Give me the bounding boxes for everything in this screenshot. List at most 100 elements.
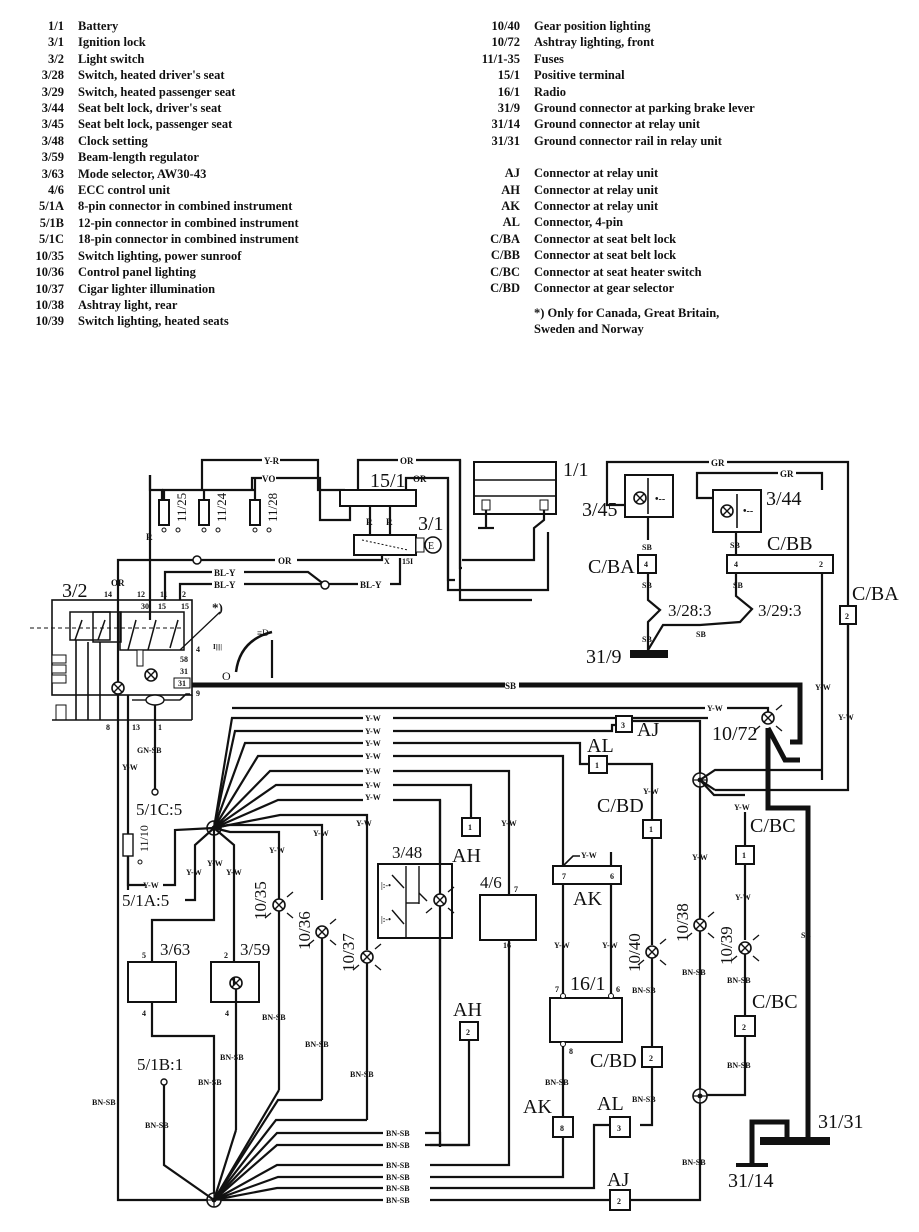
legend-description: Positive terminal — [534, 68, 625, 83]
mode-selector-3-63 — [127, 961, 177, 1003]
label-10-38: 10/38 — [673, 903, 692, 942]
wire-label-or-3: OR — [278, 556, 292, 566]
legend-description: Switch lighting, heated seats — [78, 314, 229, 329]
wire-label-bnsb-1035: BN-SB — [262, 1013, 286, 1022]
ignition-lock-3-1 — [353, 534, 417, 556]
legend-code: 10/36 — [35, 265, 64, 280]
legend-left-row: 10/36 Control panel lighting — [20, 264, 299, 280]
legend-description: 12-pin connector in combined instrument — [78, 215, 299, 230]
label-10-72: 10/72 — [712, 723, 758, 745]
legend-footnote: *) Only for Canada, Great Britain, Swede… — [468, 305, 755, 337]
bnsb-bundle — [212, 1089, 383, 1202]
label-c-ba-right: C/BA — [852, 583, 899, 605]
ground-31-9 — [630, 650, 668, 658]
fuse-label-11-24: 11/24 — [214, 492, 229, 522]
label-15-1: 15/1 — [370, 470, 406, 492]
connector-aj-3 — [615, 715, 633, 733]
pin-3-59-2: 2 — [224, 951, 228, 960]
svg-text:|:-•: |:-• — [381, 881, 391, 890]
wire-label-yw-161a: Y-W — [554, 941, 570, 950]
wire-label-bnsb-363: BN-SB — [198, 1078, 222, 1087]
legend-description: Light switch — [78, 51, 145, 66]
legend-description: Connector at relay unit — [534, 182, 659, 197]
label-c-bc: C/BC — [750, 815, 796, 837]
legend-description: Cigar lighter illumination — [78, 281, 216, 296]
radio-16-1 — [549, 997, 623, 1043]
legend-description: Mode selector, AW30-43 — [78, 166, 207, 181]
wire-label-sb-4: SB — [642, 581, 652, 590]
fuse-11-28: 11/28 — [249, 493, 280, 533]
legend-code: 3/29 — [41, 84, 64, 99]
legend-code: 1/1 — [48, 19, 64, 33]
wire-label-yw-1035: Y-W — [269, 846, 285, 855]
pin-ak-6: 6 — [610, 872, 614, 881]
legend-code: 3/45 — [41, 117, 64, 132]
svg-text:•--: •-- — [655, 494, 665, 505]
pin-15a: 15 — [158, 602, 166, 611]
pin-16-1-6: 6 — [616, 985, 620, 994]
wire-label-yw-1036: Y-W — [313, 829, 329, 838]
pin-c-bb-2: 2 — [819, 560, 823, 569]
label-aj: AJ — [637, 719, 659, 741]
legend-description: Gear position lighting — [534, 19, 651, 33]
splice-icon — [192, 555, 202, 565]
wire-label-bnsb-161: BN-SB — [545, 1078, 569, 1087]
legend-description: 8-pin connector in combined instrument — [78, 199, 293, 214]
dimmer-off-label: O — [222, 669, 231, 683]
legend-description: Control panel lighting — [78, 265, 196, 280]
fuse-11-25: 11/25 — [158, 493, 189, 533]
wire-label-r-1: R — [366, 517, 373, 527]
wire-label-yw: Y-W — [365, 727, 381, 736]
legend-description: Clock setting — [78, 133, 148, 148]
legend-code: 3/44 — [41, 101, 64, 116]
wire-label-yw-cbb: Y-W — [815, 683, 831, 692]
pin-58: 58 — [180, 655, 188, 664]
legend-code: 11/1-35 — [481, 51, 520, 66]
wire-label-bnsb-cbc: BN-SB — [727, 1061, 751, 1070]
wire-label-vo: VO — [262, 474, 275, 484]
wire-label-bnsb: BN-SB — [386, 1129, 410, 1138]
wire-label-yw-1038: Y-W — [692, 853, 708, 862]
wire-label-bnsb: BN-SB — [386, 1173, 410, 1182]
pin-c-bd-2: 2 — [649, 1054, 653, 1063]
wire-label-yw-cbc: Y-W — [734, 803, 750, 812]
pin-al-1: 1 — [595, 761, 599, 770]
wire-label-sb-8: SB — [801, 931, 811, 940]
legend-code: 10/38 — [35, 297, 64, 312]
label-10-36: 10/36 — [295, 911, 314, 950]
wire-label-bnsb-51b: BN-SB — [145, 1121, 169, 1130]
label-3-28-3: 3/28:3 — [668, 601, 711, 620]
legend-description: Ignition lock — [78, 35, 146, 50]
yw-labels-column: Y-W Y-W Y-W Y-W Y-W Y-W Y-W — [365, 714, 381, 802]
pin-3-63-5: 5 — [142, 951, 146, 960]
legend-code: 3/2 — [48, 51, 64, 66]
pin-c-bc-1: 1 — [742, 851, 746, 860]
legend-description: Seat belt lock, passenger seat — [78, 117, 233, 132]
fuse-11-24: 11/24 — [198, 492, 229, 533]
label-c-bd-bottom: C/BD — [590, 1050, 637, 1072]
wire-label-bnsb: BN-SB — [386, 1161, 410, 1170]
splice-icon — [320, 580, 330, 590]
pin-4: 4 — [196, 645, 200, 654]
pin-12: 12 — [137, 590, 145, 599]
wire-label-or-4: OR — [111, 578, 125, 588]
wire-label-yw-b: Y-W — [207, 859, 223, 868]
label-31-9: 31/9 — [586, 646, 622, 668]
footnote-line-2: Sweden and Norway — [534, 321, 644, 336]
wire-label-sb-1: SB — [505, 681, 516, 691]
fuse-label-11-28: 11/28 — [265, 493, 280, 522]
legend-description: Beam-length regulator — [78, 150, 199, 165]
legend-code: C/BC — [490, 264, 520, 279]
